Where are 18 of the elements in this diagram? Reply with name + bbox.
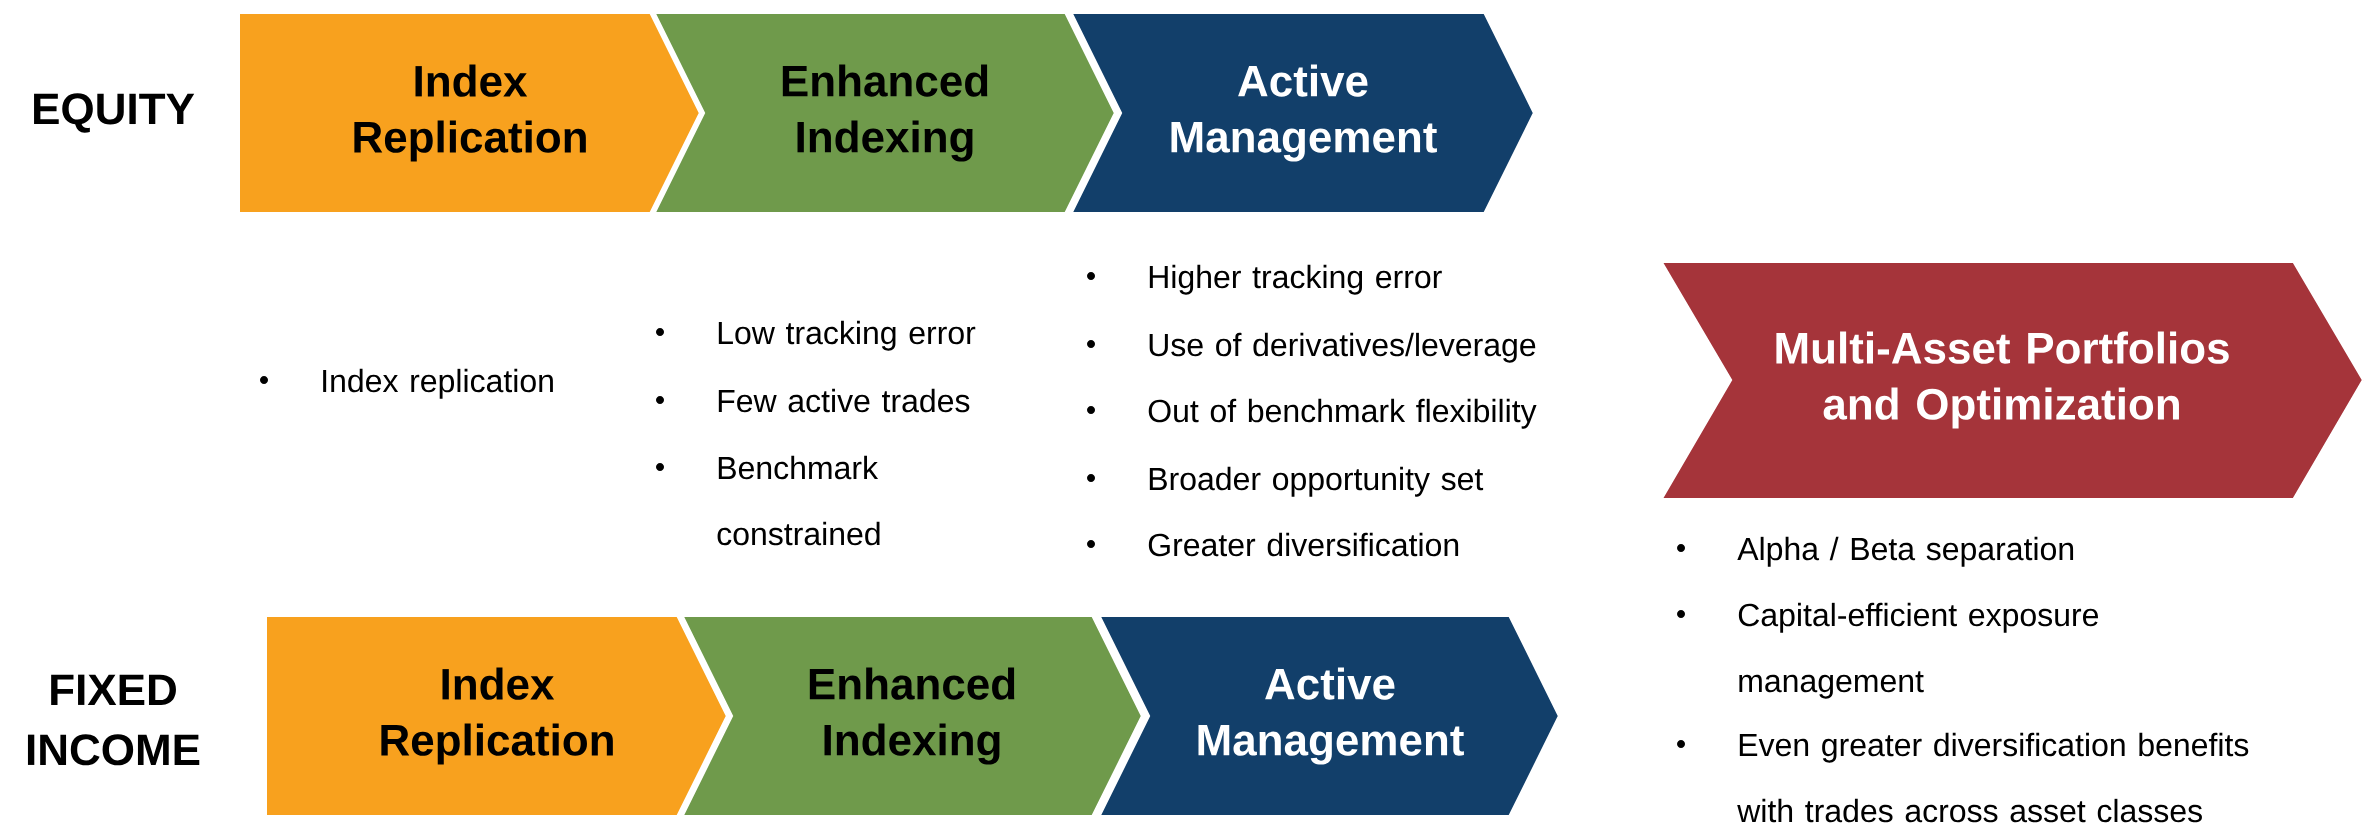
bullet-item: Low tracking error xyxy=(656,320,976,351)
bullet-item: Out of benchmark flexibility xyxy=(1087,398,1537,429)
bullet-item: Alpha / Beta separation xyxy=(1677,536,2074,567)
bullet-item: Few active trades xyxy=(656,388,970,413)
bullet-item: Index replication xyxy=(260,368,553,399)
bullet-item: Benchmark constrained xyxy=(656,455,880,546)
row-heading: FIXED INCOME xyxy=(27,674,200,766)
row-heading: EQUITY xyxy=(34,93,195,133)
chevron-box: Multi-Asset Portfolios and Optimization xyxy=(1656,259,2364,502)
bullet-item: Broader opportunity set xyxy=(1087,466,1484,497)
chevron-box: Index Replication xyxy=(236,10,704,216)
bullet-item: Higher tracking error xyxy=(1087,264,1442,295)
bullet-item: Capital-efficient exposure management xyxy=(1677,602,2098,699)
chevron-box: Active Management xyxy=(1066,10,1538,216)
bullet-item: Greater diversification xyxy=(1087,532,1459,557)
bullet-item: Use of derivatives/leverage xyxy=(1087,332,1536,363)
chevron-box: Index Replication xyxy=(263,613,731,819)
bullet-item: Even greater diversification benefits with trades across asset classes xyxy=(1677,732,2249,823)
